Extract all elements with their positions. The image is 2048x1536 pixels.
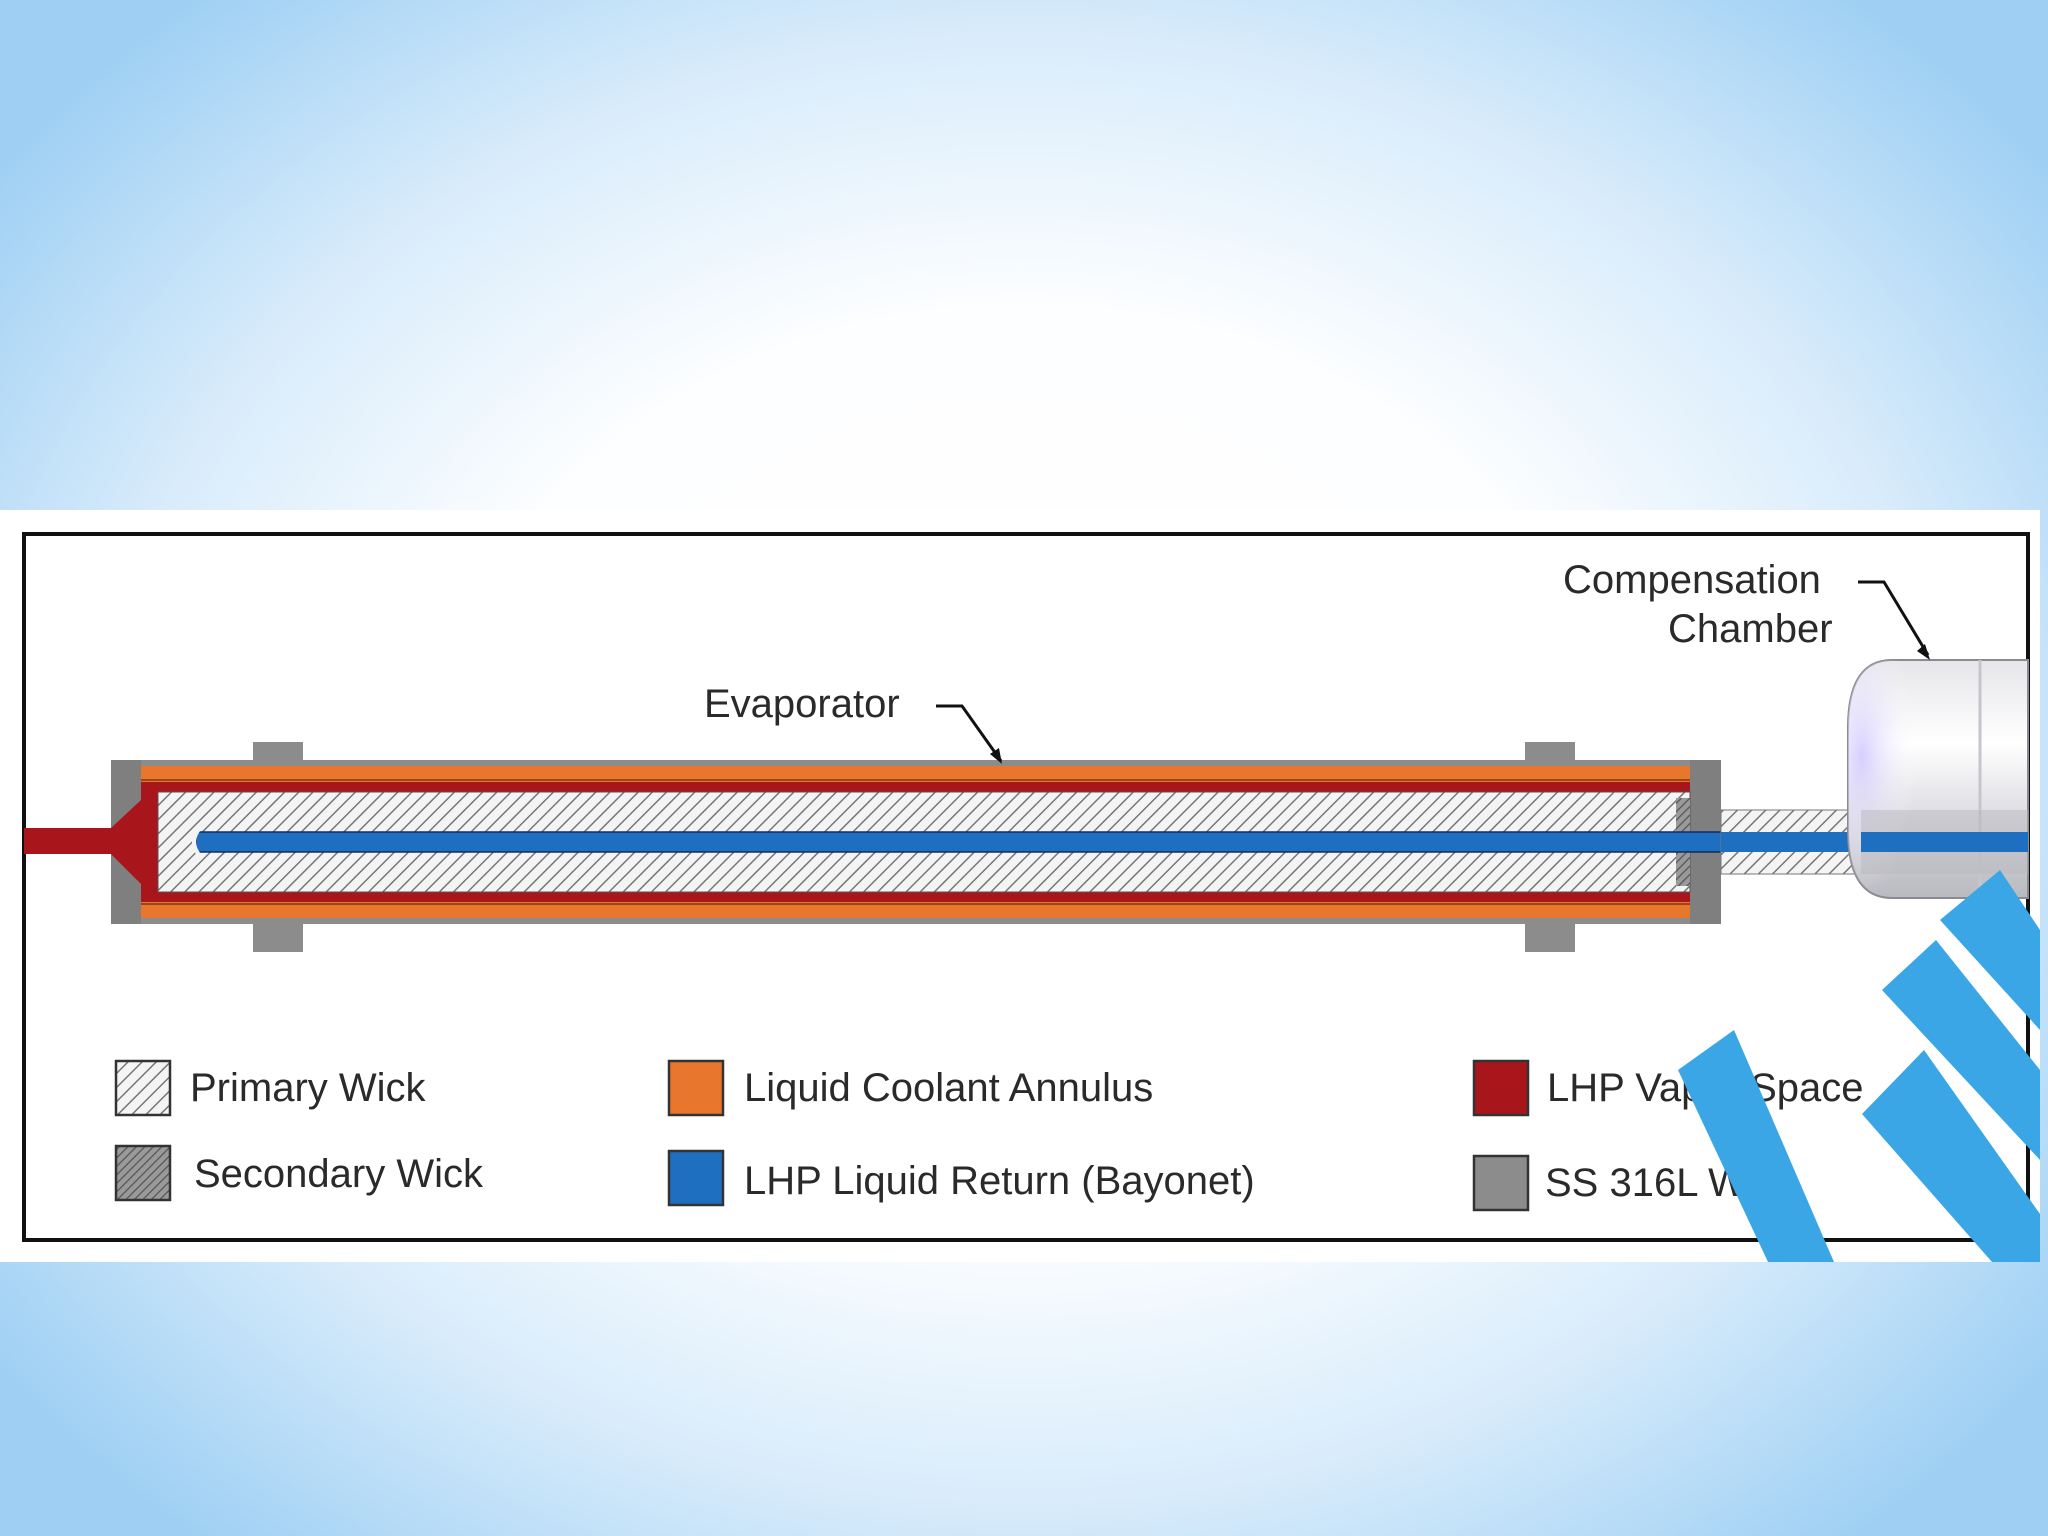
- legend-label-secondary-wick: Secondary Wick: [194, 1152, 484, 1196]
- legend-label-coolant: Liquid Coolant Annulus: [744, 1066, 1153, 1110]
- vapor-manifold: [111, 800, 141, 884]
- loop-heat-pipe-figure: Evaporator Compensation Chamber Primary …: [0, 510, 2040, 1262]
- compensation-label-line1: Compensation: [1563, 558, 1821, 602]
- legend-label-liquid-return: LHP Liquid Return (Bayonet): [744, 1159, 1255, 1203]
- legend-swatch-liquid-return: [667, 1149, 725, 1207]
- legend-swatch-ss-wall: [1472, 1154, 1530, 1212]
- legend-label-primary-wick: Primary Wick: [190, 1066, 427, 1110]
- compensation-arrowhead: [1917, 644, 1930, 660]
- legend-swatch-coolant: [667, 1059, 725, 1117]
- watermark-graphic: [1678, 870, 2040, 1262]
- legend-swatch-vapor: [1472, 1059, 1530, 1117]
- legend-swatch-secondary-wick: [114, 1144, 172, 1202]
- legend-swatch-primary-wick: [114, 1059, 172, 1117]
- compensation-label-line2: Chamber: [1668, 607, 1833, 651]
- evaporator-arrowhead: [990, 748, 1002, 764]
- evaporator-diagram: Evaporator Compensation Chamber Primary …: [22, 532, 2040, 1262]
- evaporator-leader-line: [936, 704, 1003, 762]
- compensation-leader-line: [1858, 580, 1930, 656]
- vapor-outlet-pipe: [24, 828, 116, 854]
- liquid-return-bayonet: [196, 832, 2026, 852]
- evaporator-label: Evaporator: [704, 682, 900, 726]
